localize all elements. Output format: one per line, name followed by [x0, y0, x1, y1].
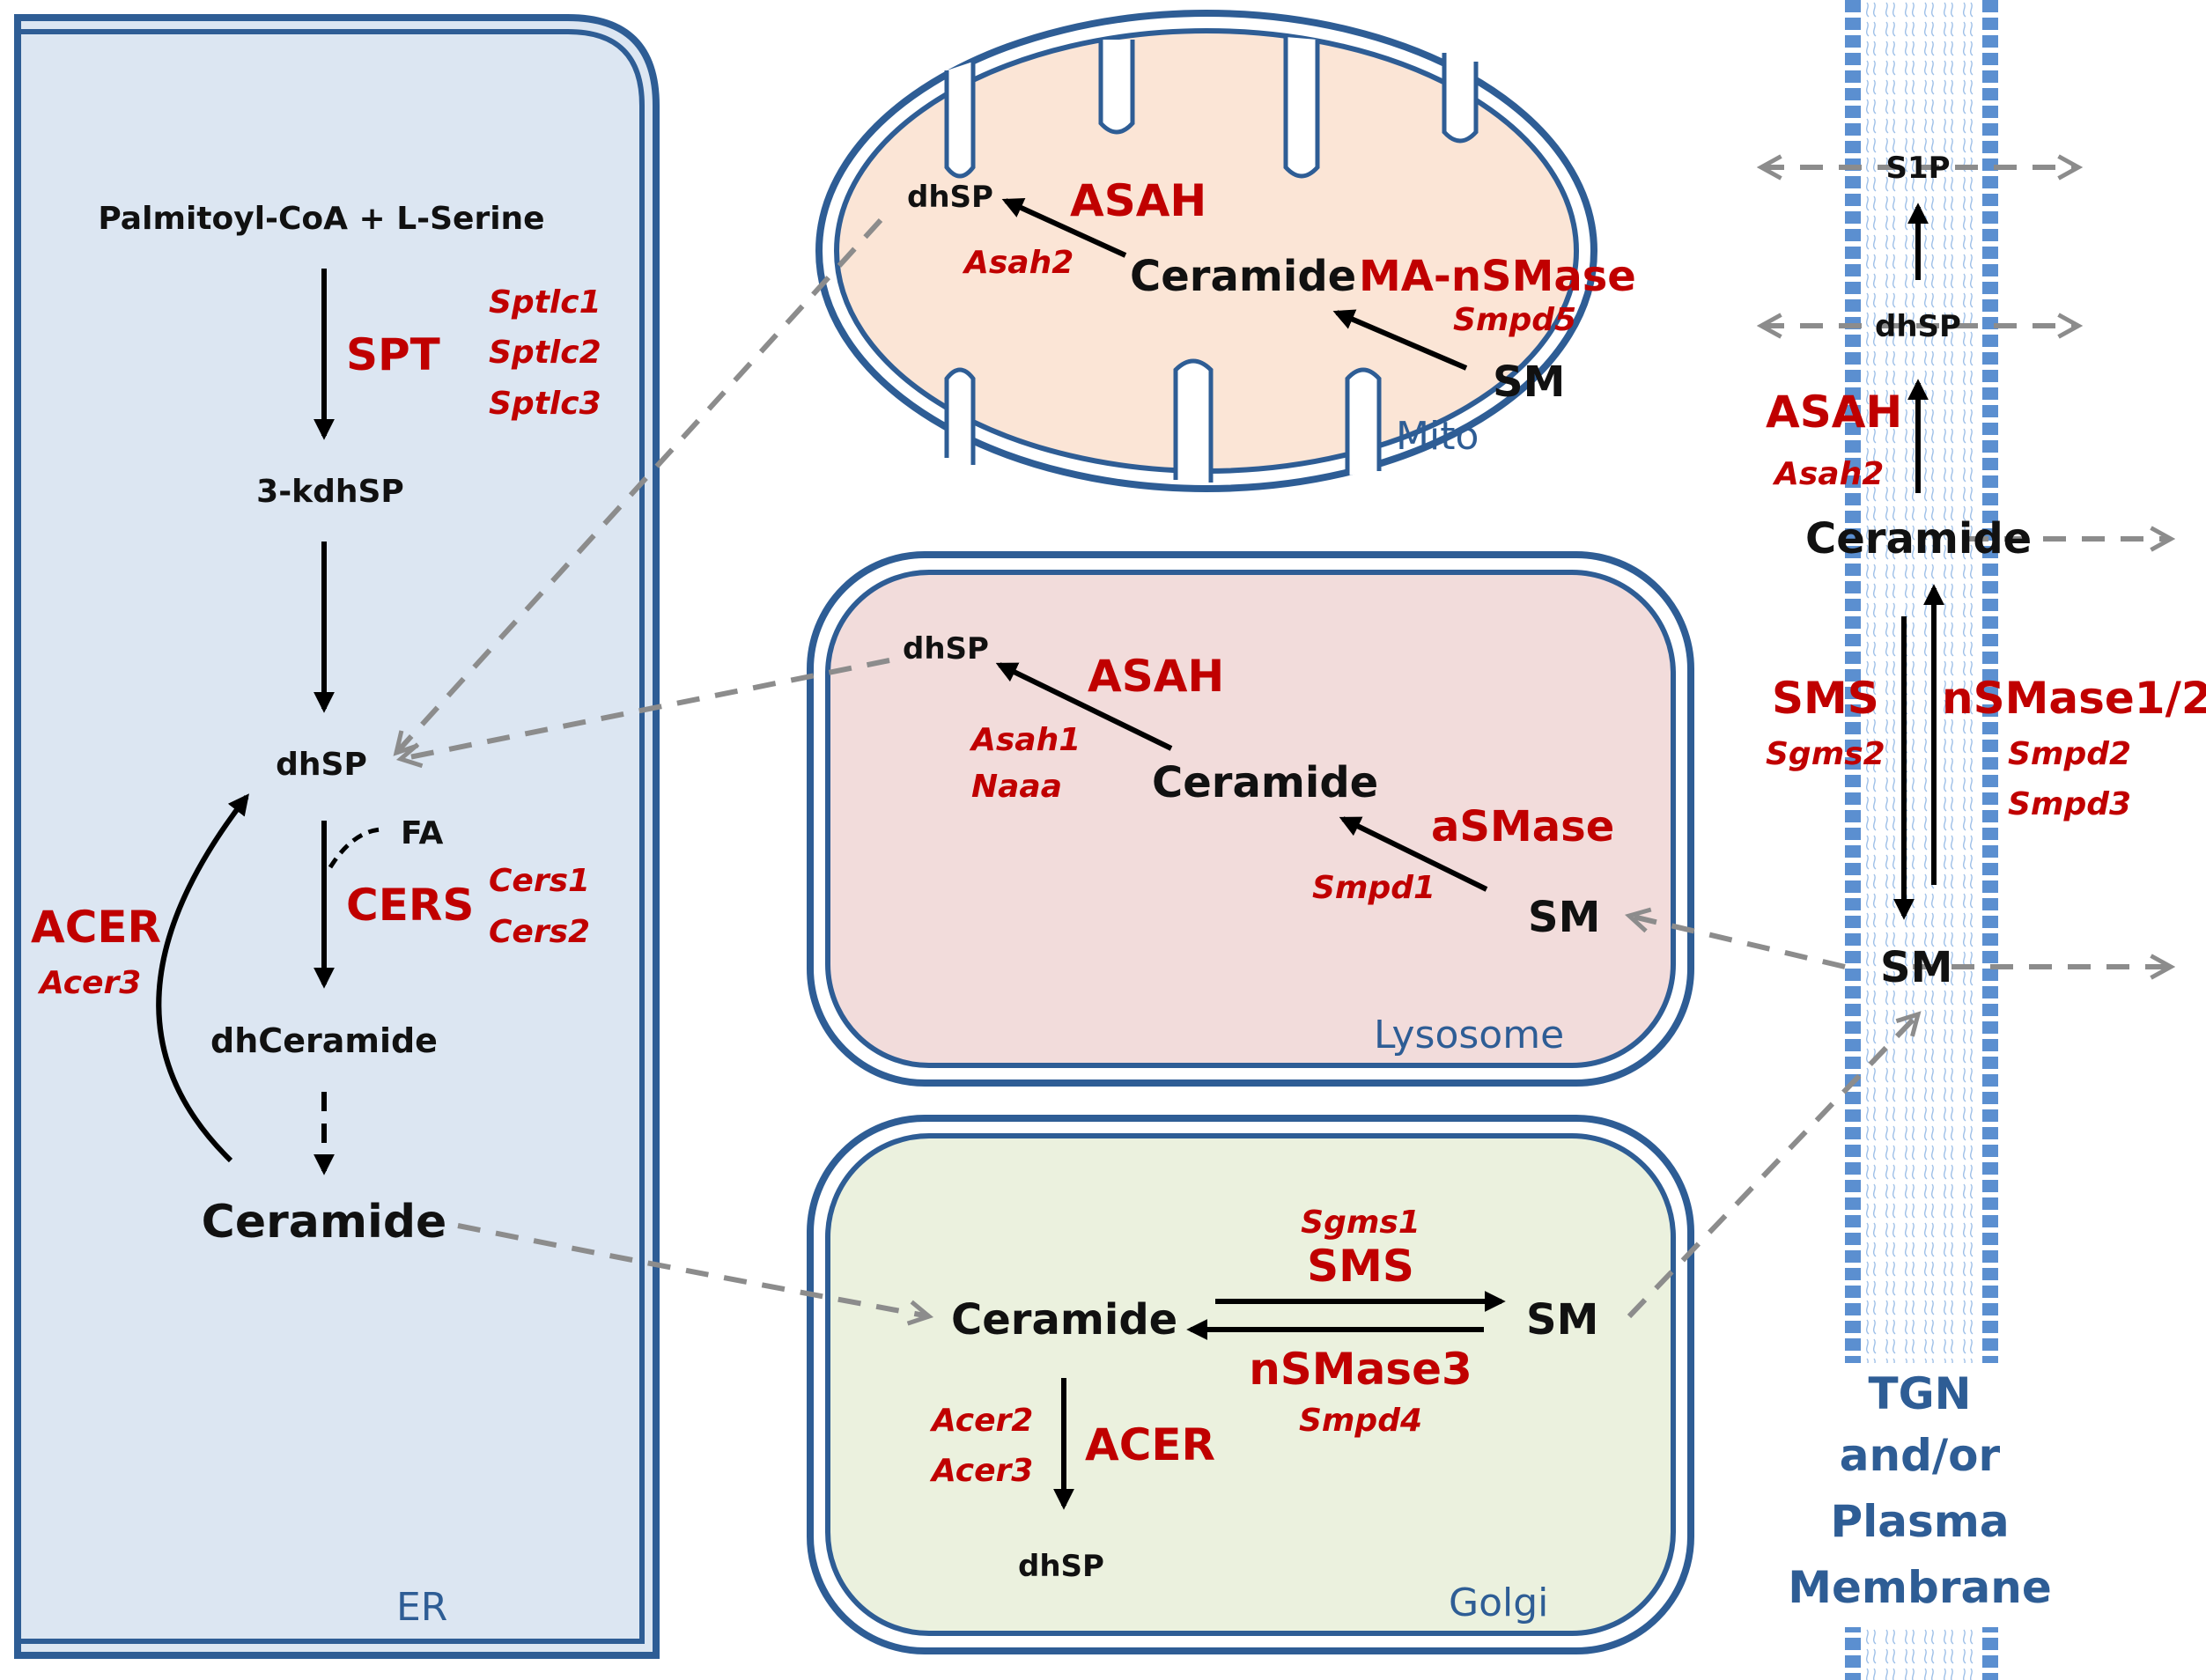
- golgi-acer-gene-2: Acer3: [929, 1453, 1033, 1489]
- mito-asah: ASAH: [1070, 175, 1206, 226]
- mito-ceramide: Ceramide: [1130, 252, 1356, 301]
- membrane-sms: SMS: [1772, 673, 1879, 724]
- membrane-sms-gene: Sgms2: [1766, 736, 1885, 772]
- mito-label: Mito: [1396, 414, 1479, 459]
- golgi-ceramide: Ceramide: [951, 1295, 1177, 1345]
- lysosome-dhsp: dhSP: [903, 631, 989, 667]
- mito-to-er-arrow: [396, 217, 883, 753]
- er-spt: SPT: [346, 329, 440, 380]
- lysosome-asah-gene-1: Asah1: [969, 722, 1081, 758]
- membrane-nsmase-gene-1: Smpd2: [2008, 736, 2131, 772]
- mito-nsmase: MA-nSMase: [1359, 252, 1636, 301]
- golgi-dhsp: dhSP: [1018, 1549, 1104, 1584]
- er-3kdhsp: 3-kdhSP: [256, 474, 404, 510]
- membrane-label-line-1: TGN: [1869, 1368, 1972, 1419]
- acer-recycling-arrow: [156, 793, 249, 1163]
- membrane-label-line-4: Membrane: [1788, 1562, 2051, 1613]
- lysosome-asah-arrow: [995, 662, 1173, 751]
- er-acer: ACER: [31, 902, 161, 953]
- er-compartment: ER: [14, 14, 660, 1659]
- golgi-compartment: Golgi: [807, 1115, 1694, 1654]
- lysosome-asmase-gene: Smpd1: [1312, 870, 1435, 906]
- golgi-nsmase: nSMase3: [1249, 1344, 1472, 1395]
- golgi-sm: SM: [1526, 1295, 1598, 1345]
- mito-sm: SM: [1493, 357, 1565, 407]
- golgi-sms: SMS: [1307, 1241, 1414, 1292]
- membrane-strip: TGN and/or Plasma Membrane: [1788, 0, 2052, 1680]
- membrane-pathway: S1P dhSP ASAH Asah2 Ceramide SMS Sgms2 n…: [1766, 151, 2206, 992]
- er-to-golgi-arrow: [457, 1223, 929, 1316]
- golgi-to-membrane-arrow: [1627, 1014, 1918, 1319]
- membrane-nsmase: nSMase1/2: [1942, 673, 2206, 724]
- fa-input-curve: [328, 827, 381, 869]
- golgi-nsmase-gene: Smpd4: [1299, 1403, 1422, 1439]
- mito-compartment: Mito: [815, 10, 1597, 492]
- membrane-ceramide: Ceramide: [1805, 514, 2032, 564]
- er-ceramide: Ceramide: [202, 1196, 447, 1249]
- mito-nsmase-arrow: [1332, 309, 1468, 371]
- er-dhceramide: dhCeramide: [210, 1021, 438, 1060]
- golgi-acer-gene-1: Acer2: [929, 1403, 1033, 1439]
- er-cers: CERS: [346, 880, 474, 931]
- mito-asah-gene: Asah2: [962, 245, 1073, 281]
- membrane-asah-gene: Asah2: [1772, 456, 1884, 492]
- mito-asah-arrow: [1001, 198, 1127, 258]
- golgi-pathway: Sgms1 SMS Ceramide SM nSMase3 Smpd4 ACER…: [929, 1205, 1598, 1584]
- lysosome-asmase-arrow: [1339, 816, 1488, 892]
- lysosome-ceramide: Ceramide: [1152, 758, 1378, 807]
- golgi-sms-gene: Sgms1: [1301, 1205, 1420, 1241]
- membrane-dhsp: dhSP: [1875, 309, 1961, 344]
- lysosome-asah: ASAH: [1088, 651, 1224, 702]
- transport-arrows: [396, 167, 2171, 1316]
- mito-pathway: dhSP ASAH Asah2 Ceramide MA-nSMase Smpd5…: [907, 175, 1636, 407]
- er-spt-gene-1: Sptlc1: [489, 284, 601, 321]
- lysosome-asah-gene-2: Naaa: [971, 769, 1062, 805]
- lysosome-pathway: dhSP ASAH Asah1 Naaa Ceramide aSMase Smp…: [903, 631, 1614, 942]
- lysosome-sm: SM: [1528, 893, 1600, 942]
- lysosome-compartment: Lysosome: [807, 551, 1694, 1087]
- er-cers-gene-1: Cers1: [489, 863, 590, 899]
- er-dhsp: dhSP: [276, 747, 367, 783]
- golgi-acer: ACER: [1085, 1419, 1215, 1470]
- membrane-sm: SM: [1880, 943, 1952, 992]
- lysosome-label: Lysosome: [1374, 1013, 1564, 1057]
- membrane-s1p: S1P: [1885, 151, 1950, 186]
- er-pathway: Palmitoyl-CoA + L-Serine SPT Sptlc1 Sptl…: [31, 201, 601, 1249]
- mito-nsmase-gene: Smpd5: [1453, 302, 1576, 338]
- golgi-label: Golgi: [1449, 1581, 1548, 1625]
- lysosome-asmase: aSMase: [1431, 802, 1614, 851]
- mito-dhsp: dhSP: [907, 180, 993, 215]
- membrane-label-line-2: and/or: [1840, 1430, 2001, 1481]
- er-acer-gene: Acer3: [37, 965, 141, 1001]
- er-spt-gene-2: Sptlc2: [489, 335, 601, 371]
- lysosome-to-er-arrow: [401, 658, 890, 759]
- er-cers-gene-2: Cers2: [489, 914, 590, 950]
- er-fa: FA: [401, 815, 443, 851]
- er-label: ER: [396, 1585, 447, 1630]
- membrane-label-line-3: Plasma: [1830, 1496, 2009, 1547]
- membrane-asah: ASAH: [1766, 387, 1902, 438]
- er-spt-gene-3: Sptlc3: [489, 386, 601, 422]
- er-substrate: Palmitoyl-CoA + L-Serine: [98, 201, 544, 237]
- membrane-nsmase-gene-2: Smpd3: [2008, 786, 2131, 822]
